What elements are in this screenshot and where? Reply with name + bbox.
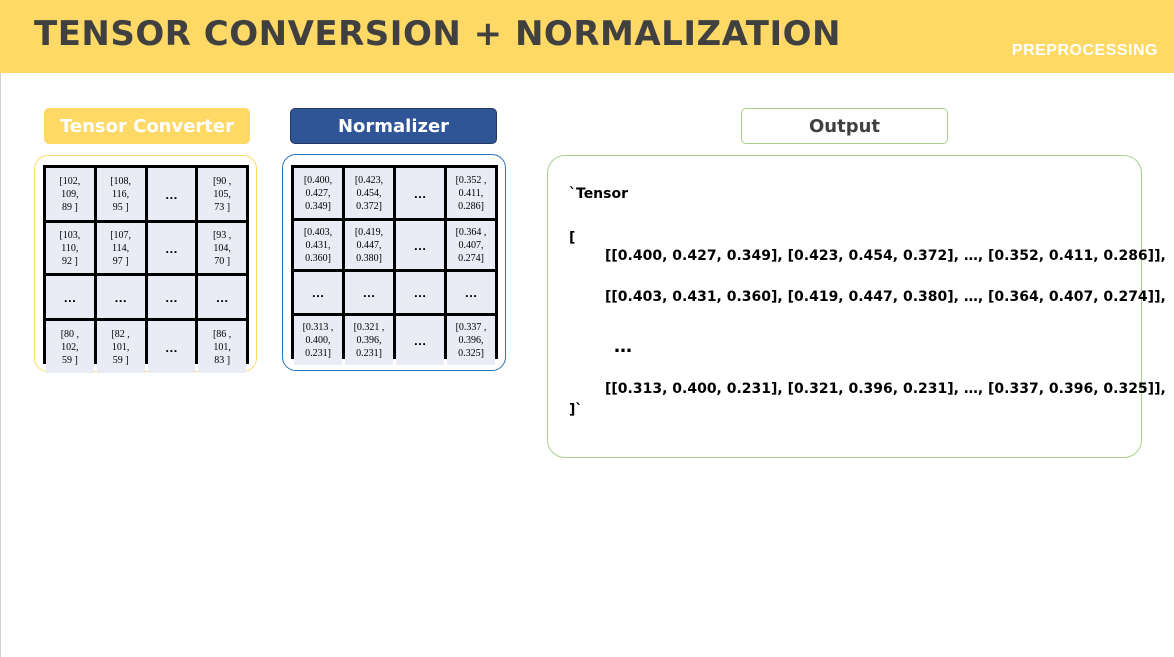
tensor-cell: [102, 109, 89 ] (46, 168, 94, 220)
normalized-cell-ellipsis: … (396, 316, 444, 365)
tensor-cell: [90 , 105, 73 ] (198, 168, 246, 220)
tensor-cell-ellipsis: … (198, 276, 246, 318)
tensor-cell-ellipsis: … (147, 321, 196, 373)
header-banner: TENSOR CONVERSION + NORMALIZATION PREPRO… (0, 0, 1174, 73)
tensor-grid: [102, 109, 89 ] [108, 116, 95 ] … [90 , … (43, 165, 249, 373)
tensor-cell: [108, 116, 95 ] (96, 168, 145, 220)
normalized-cell-ellipsis: … (396, 272, 444, 313)
normalized-cell: [0.313 , 0.400, 0.231] (294, 316, 342, 365)
normalizer-label: Normalizer (290, 108, 497, 144)
tensor-cell-ellipsis: … (96, 276, 145, 318)
tensor-converter-label: Tensor Converter (44, 108, 250, 144)
page-title: TENSOR CONVERSION + NORMALIZATION (34, 14, 841, 54)
tensor-cell: [107, 114, 97 ] (96, 223, 145, 273)
tensor-cell-ellipsis: … (147, 276, 196, 318)
tensor-cell-ellipsis: … (147, 223, 196, 273)
normalized-cell-ellipsis: … (345, 272, 393, 313)
output-ellipsis: … (614, 336, 632, 357)
normalized-cell: [0.403, 0.431, 0.360] (294, 221, 342, 269)
output-header-text: `Tensor (569, 186, 629, 202)
output-row: [[0.403, 0.431, 0.360], [0.419, 0.447, 0… (605, 289, 1166, 305)
normalized-cell: [0.400, 0.427, 0.349] (294, 168, 342, 218)
normalized-cell: [0.364 , 0.407, 0.274] (447, 221, 495, 269)
output-panel (547, 155, 1142, 458)
normalized-grid: [0.400, 0.427, 0.349] [0.423, 0.454, 0.3… (291, 165, 498, 365)
tensor-cell-ellipsis: … (46, 276, 94, 318)
normalized-cell: [0.352 , 0.411, 0.286] (447, 168, 495, 218)
normalized-cell: [0.321 , 0.396, 0.231] (345, 316, 393, 365)
normalized-cell-ellipsis: … (396, 221, 444, 269)
output-open-bracket: [ (569, 230, 576, 246)
tensor-cell: [93 , 104, 70 ] (198, 223, 246, 273)
tensor-cell: [82 , 101, 59 ] (96, 321, 145, 373)
normalized-cell-ellipsis: … (396, 168, 444, 218)
tensor-cell: [86 , 101, 83 ] (198, 321, 246, 373)
tensor-cell: [80 , 102, 59 ] (46, 321, 94, 373)
page-left-border (0, 0, 1, 657)
section-tag: PREPROCESSING (1011, 42, 1158, 59)
output-close-bracket: ]` (569, 402, 583, 418)
tensor-cell: [103, 110, 92 ] (46, 223, 94, 273)
output-row: [[0.400, 0.427, 0.349], [0.423, 0.454, 0… (605, 248, 1166, 264)
tensor-cell-ellipsis: … (147, 168, 196, 220)
output-row: [[0.313, 0.400, 0.231], [0.321, 0.396, 0… (605, 381, 1166, 397)
normalized-cell: [0.337 , 0.396, 0.325] (447, 316, 495, 365)
normalized-cell-ellipsis: … (447, 272, 495, 313)
normalized-cell-ellipsis: … (294, 272, 342, 313)
normalized-cell: [0.423, 0.454, 0.372] (345, 168, 393, 218)
output-label: Output (741, 108, 948, 144)
normalized-cell: [0.419, 0.447, 0.380] (345, 221, 393, 269)
